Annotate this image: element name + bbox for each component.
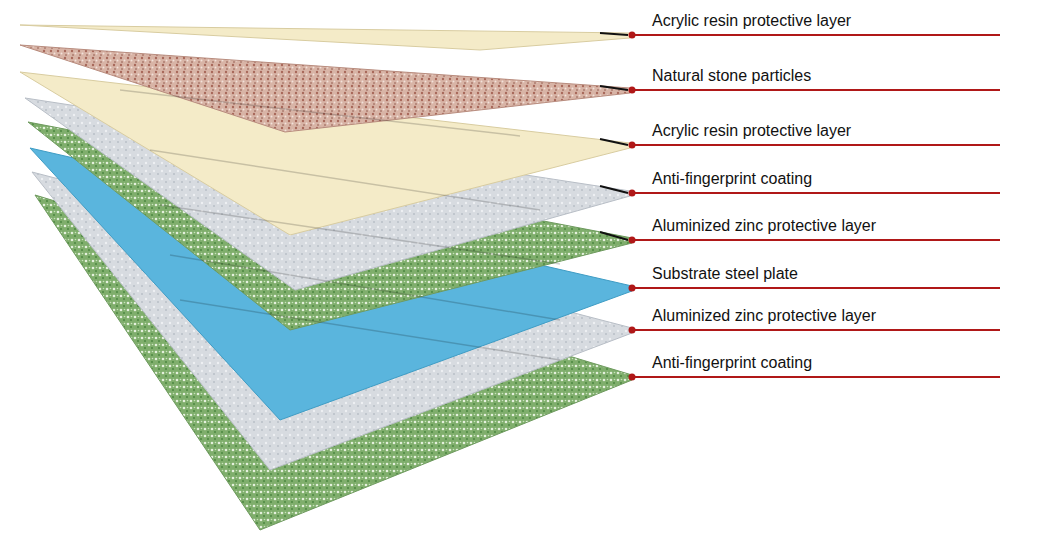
layer-label: Anti-fingerprint coating	[650, 353, 814, 373]
ridge-lines	[120, 90, 560, 360]
cream-layer	[20, 25, 630, 50]
layer-label: Anti-fingerprint coating	[650, 169, 814, 189]
layer-label: Aluminized zinc protective layer	[650, 306, 878, 326]
layer-label: Substrate steel plate	[650, 264, 800, 284]
layer-label: Aluminized zinc protective layer	[650, 216, 878, 236]
layer-label: Natural stone particles	[650, 66, 813, 86]
layer-label: Acrylic resin protective layer	[650, 121, 853, 141]
leader-lines	[600, 32, 1000, 381]
stone-layer	[20, 45, 630, 132]
layer-label: Acrylic resin protective layer	[650, 11, 853, 31]
